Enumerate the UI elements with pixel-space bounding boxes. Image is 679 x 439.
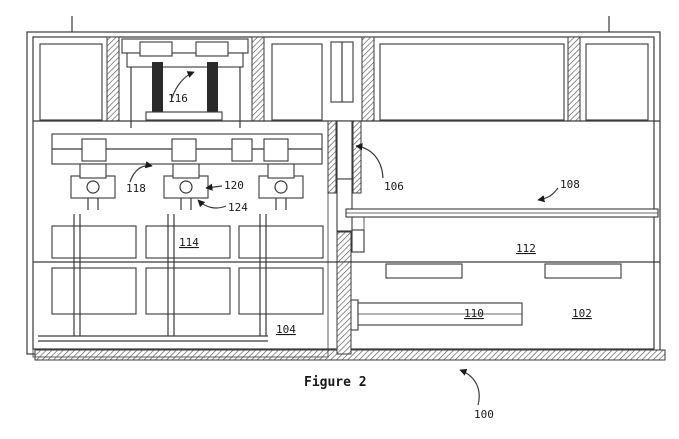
label-118: 118 — [126, 182, 146, 195]
leader-arrows — [129, 71, 559, 406]
figure-caption: Figure 2 — [304, 375, 367, 390]
label-104: 104 — [276, 323, 296, 336]
label-112: 112 — [516, 242, 536, 255]
right-chamber — [336, 208, 659, 355]
reference-labels: 116 118 120 124 106 108 114 112 110 102 … — [126, 92, 592, 421]
label-100: 100 — [474, 408, 494, 421]
label-120: 120 — [224, 179, 244, 192]
label-110: 110 — [464, 307, 484, 320]
upper-walls — [33, 36, 660, 122]
label-114: 114 — [179, 236, 199, 249]
label-106: 106 — [384, 180, 404, 193]
lift-mechanism-116 — [121, 38, 249, 128]
gantry-rail-118 — [51, 133, 323, 165]
label-116: 116 — [168, 92, 188, 105]
label-102: 102 — [572, 307, 592, 320]
tube-rack-114 — [38, 214, 324, 342]
pipette-heads — [70, 163, 304, 210]
label-124: 124 — [228, 201, 248, 214]
label-108: 108 — [560, 178, 580, 191]
